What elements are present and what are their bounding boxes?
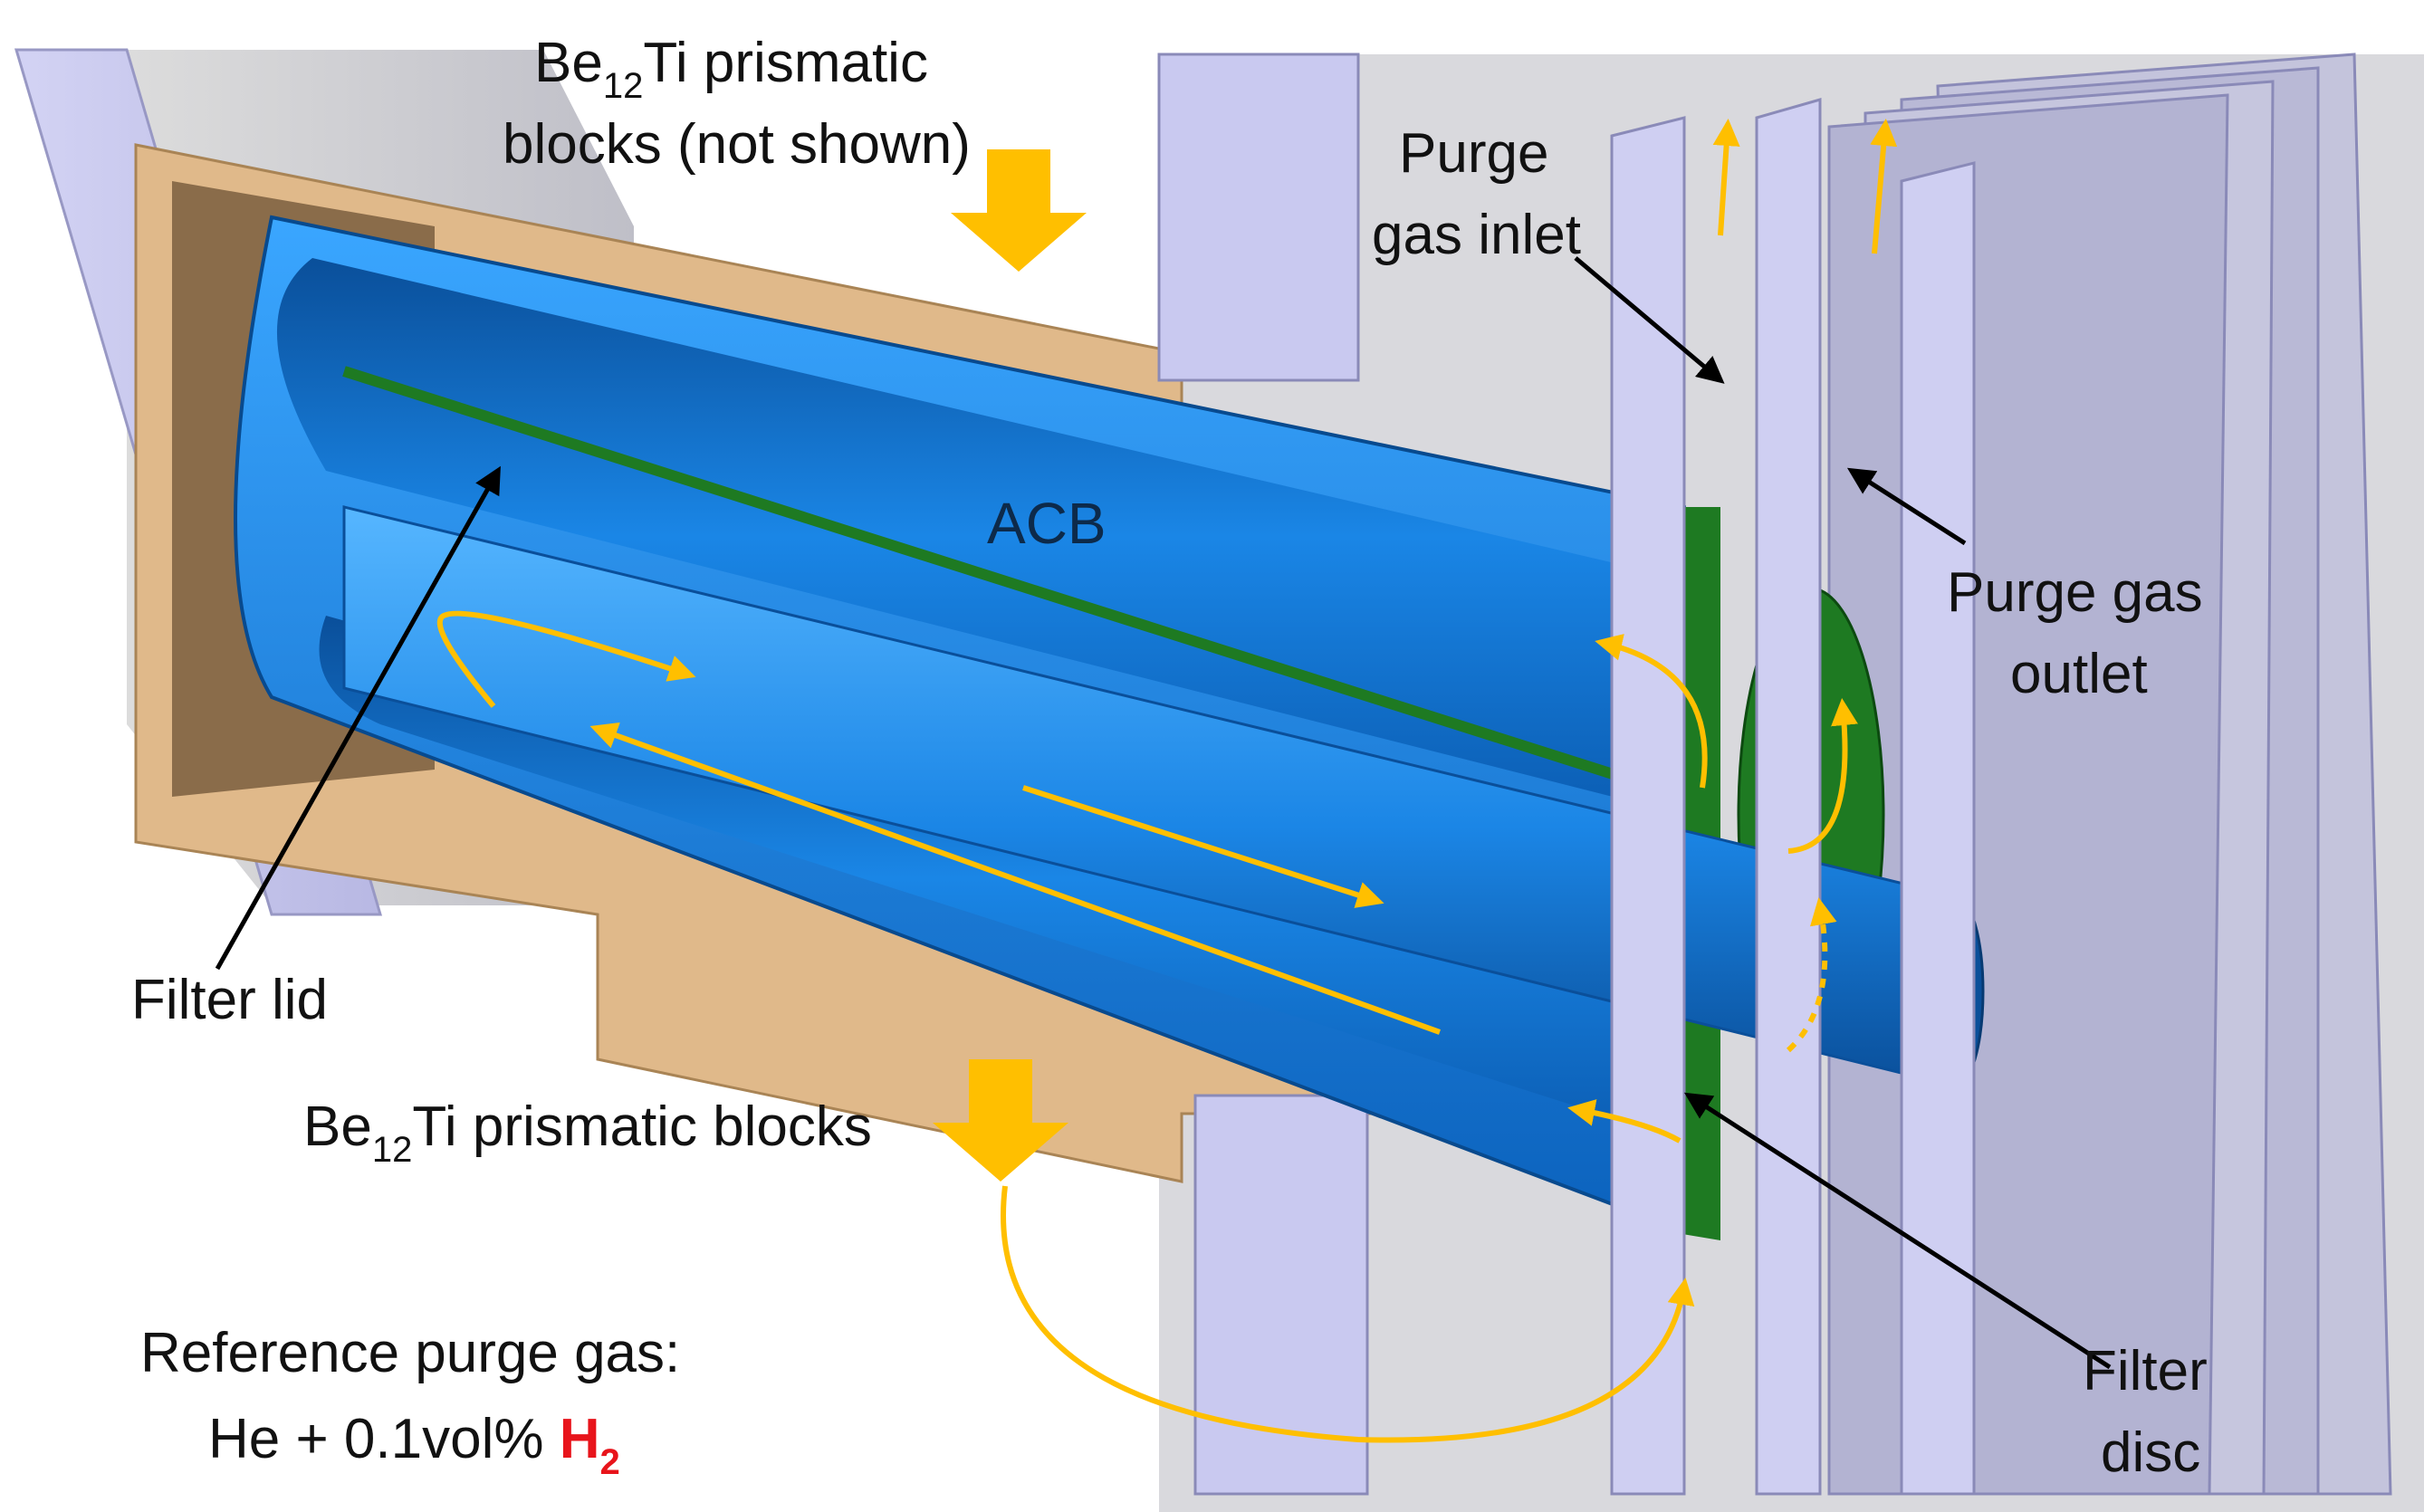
flow-outlet-curve-right [1787,698,1858,854]
flow-return-arrow [589,723,1442,1035]
upper-block [1157,53,1360,382]
purge-outlet-label-line2: outlet [2010,643,2148,705]
flow-bottom-loop [1001,1185,1695,1443]
pointer-arrows [215,256,2112,1370]
acb-label: ACB [987,491,1107,556]
flow-dotted-up [1786,897,1837,1053]
reference-gas-label-line1: Reference purge gas: [140,1322,680,1384]
subscript-12: 12 [372,1130,413,1170]
flow-outlet-curve-upper [1595,634,1708,789]
flow-arrows [436,119,1898,1443]
purge-inlet-label-line2: gas inlet [1372,204,1581,266]
bottom-blocks-label: Be12Ti prismatic blocks [303,1096,872,1170]
be-text: Be [303,1096,372,1158]
lower-block [1193,1094,1369,1496]
top-blocks-down-arrow [951,149,1087,272]
filter-disc-label-line1: Filter [2083,1340,2208,1402]
flow-pipe-arrow [1022,785,1384,908]
flow-inlet-arrow-1 [1712,119,1740,236]
pointer-purge-inlet [1574,256,1725,384]
filter-disc-label-line2: disc [2101,1421,2200,1484]
flow-lower-arrow [1567,1099,1681,1144]
top-blocks-label-line2: blocks (not shown) [503,113,971,176]
purge-outlet-label-line1: Purge gas [1947,561,2203,624]
pointer-filter-disc [1683,1092,2112,1370]
be-text: Be [534,32,603,94]
he-composition-text: He + 0.1vol% [208,1408,560,1470]
top-blocks-label-line1: Be12Ti prismatic [534,32,928,106]
subscript-12: 12 [603,66,644,106]
h2-symbol: H [560,1408,600,1470]
pointer-filter-lid [215,465,501,971]
ti-prismatic-blocks-text: Ti prismatic blocks [412,1096,872,1158]
h2-subscript: 2 [600,1442,620,1482]
flow-lid-curl [436,610,696,708]
channel-plates [1610,98,1976,1496]
ti-prismatic-text: Ti prismatic [643,32,928,94]
flow-inlet-arrow-2 [1870,119,1898,254]
bottom-blocks-down-arrow [933,1059,1068,1182]
reference-gas-label-line2: He + 0.1vol% H2 [208,1408,620,1482]
purge-inlet-label-line1: Purge [1399,122,1548,185]
pointer-purge-outlet [1846,467,1967,546]
filter-lid-label: Filter lid [131,969,328,1031]
